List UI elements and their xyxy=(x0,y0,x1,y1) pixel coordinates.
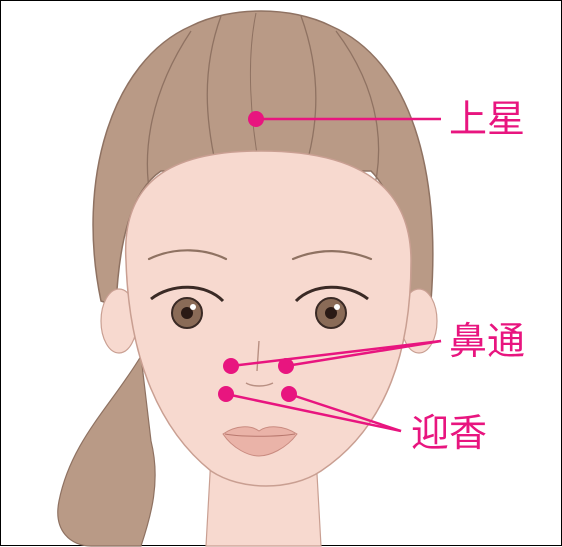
yingxiang-label: 迎香 xyxy=(411,413,487,453)
yingxiang-point-right xyxy=(281,386,297,402)
shangxing-label: 上星 xyxy=(449,99,525,139)
ponytail xyxy=(58,356,155,546)
bitong-point-right xyxy=(278,358,294,374)
bitong-point-left xyxy=(223,358,239,374)
bitong-label: 鼻通 xyxy=(449,321,525,361)
shangxing-point xyxy=(248,111,264,127)
yingxiang-point-left xyxy=(218,386,234,402)
